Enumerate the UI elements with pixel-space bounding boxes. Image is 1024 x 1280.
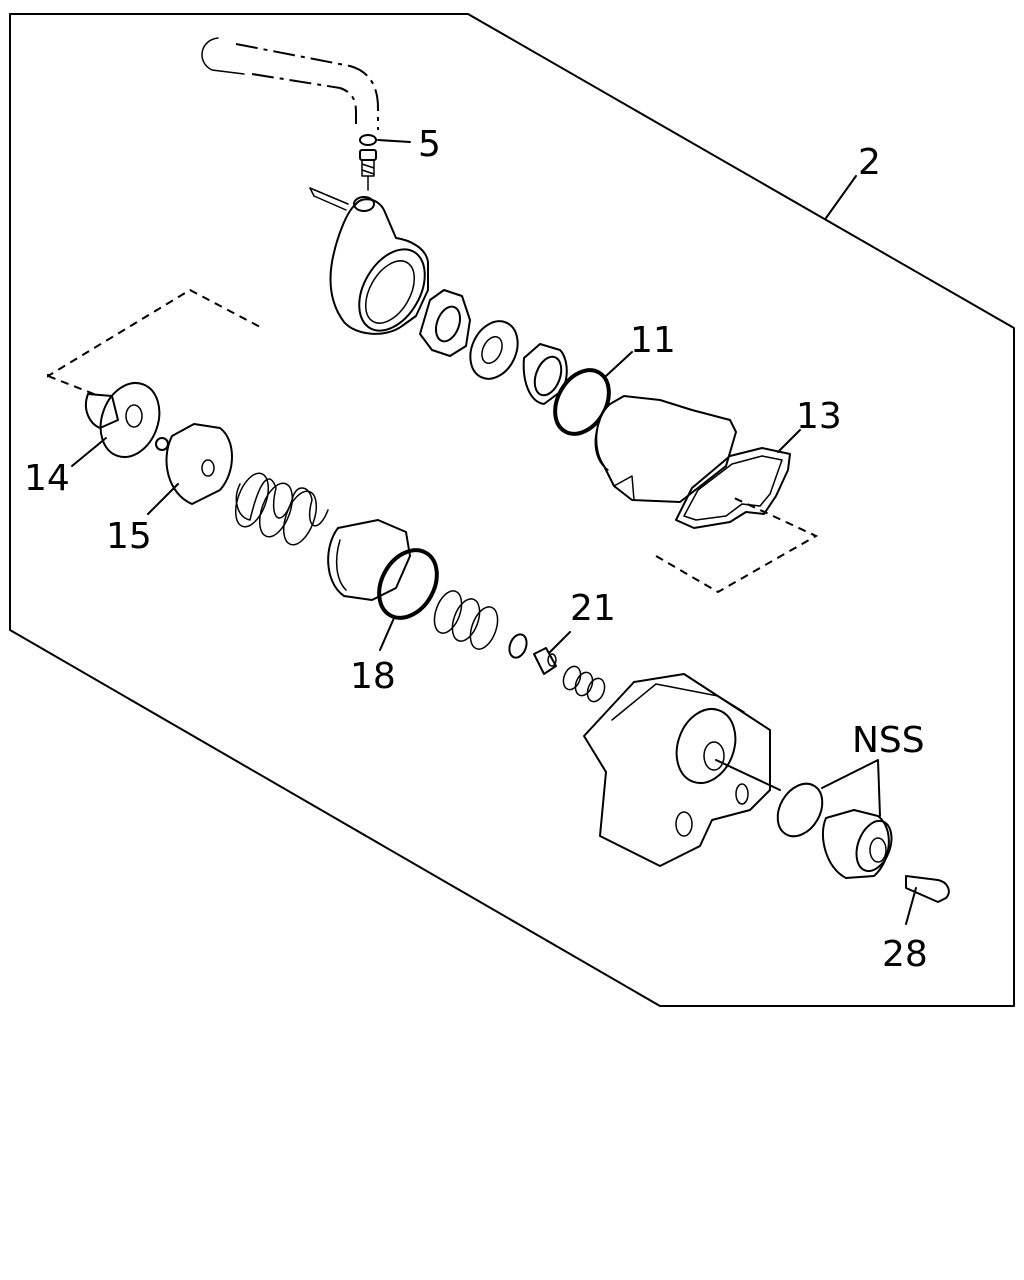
leader-11 [605, 351, 633, 377]
callout-15: 15 [106, 516, 152, 557]
part-14-plug [84, 382, 161, 458]
leader-14 [71, 437, 107, 467]
part-15-cap [155, 423, 233, 505]
small-washer [508, 633, 528, 659]
pin [309, 187, 349, 211]
small-spring [433, 590, 499, 650]
callout-nss: NSS [852, 720, 925, 761]
callout-14: 14 [24, 458, 70, 499]
lever [201, 37, 379, 130]
leader-13 [777, 429, 801, 453]
large-spring [234, 472, 329, 546]
part-18-o-ring [377, 548, 439, 620]
part-13-gasket [675, 447, 791, 529]
alignment-line-left [47, 375, 105, 399]
nss-o-ring [776, 782, 824, 838]
alignment-line-upper-left [47, 288, 263, 378]
leader-15 [147, 483, 179, 515]
callout-5: 5 [418, 124, 441, 165]
bolt [359, 149, 377, 191]
assembly-boundary [9, 13, 1015, 1007]
leader-21 [549, 631, 571, 653]
nut [419, 289, 471, 357]
cover-housing [594, 395, 737, 503]
flat-washer [469, 320, 519, 380]
callout-21: 21 [570, 588, 616, 629]
callout-13: 13 [796, 396, 842, 437]
leader-nss [821, 759, 881, 817]
part-5-washer [359, 134, 411, 146]
callout-2: 2 [858, 142, 881, 183]
shift-arm [329, 196, 429, 335]
part-21-bushing [533, 647, 557, 675]
valve-body [583, 673, 781, 867]
callout-11: 11 [630, 320, 676, 361]
piston [327, 519, 411, 601]
callout-28: 28 [882, 934, 928, 975]
leader-2 [825, 175, 857, 219]
nss-plug [821, 809, 893, 879]
alignment-line-right [655, 495, 819, 594]
part-28-pin [905, 875, 950, 903]
leader-18 [379, 617, 395, 651]
leader-28 [905, 887, 917, 925]
tiny-spring [562, 665, 606, 703]
callout-18: 18 [350, 656, 396, 697]
